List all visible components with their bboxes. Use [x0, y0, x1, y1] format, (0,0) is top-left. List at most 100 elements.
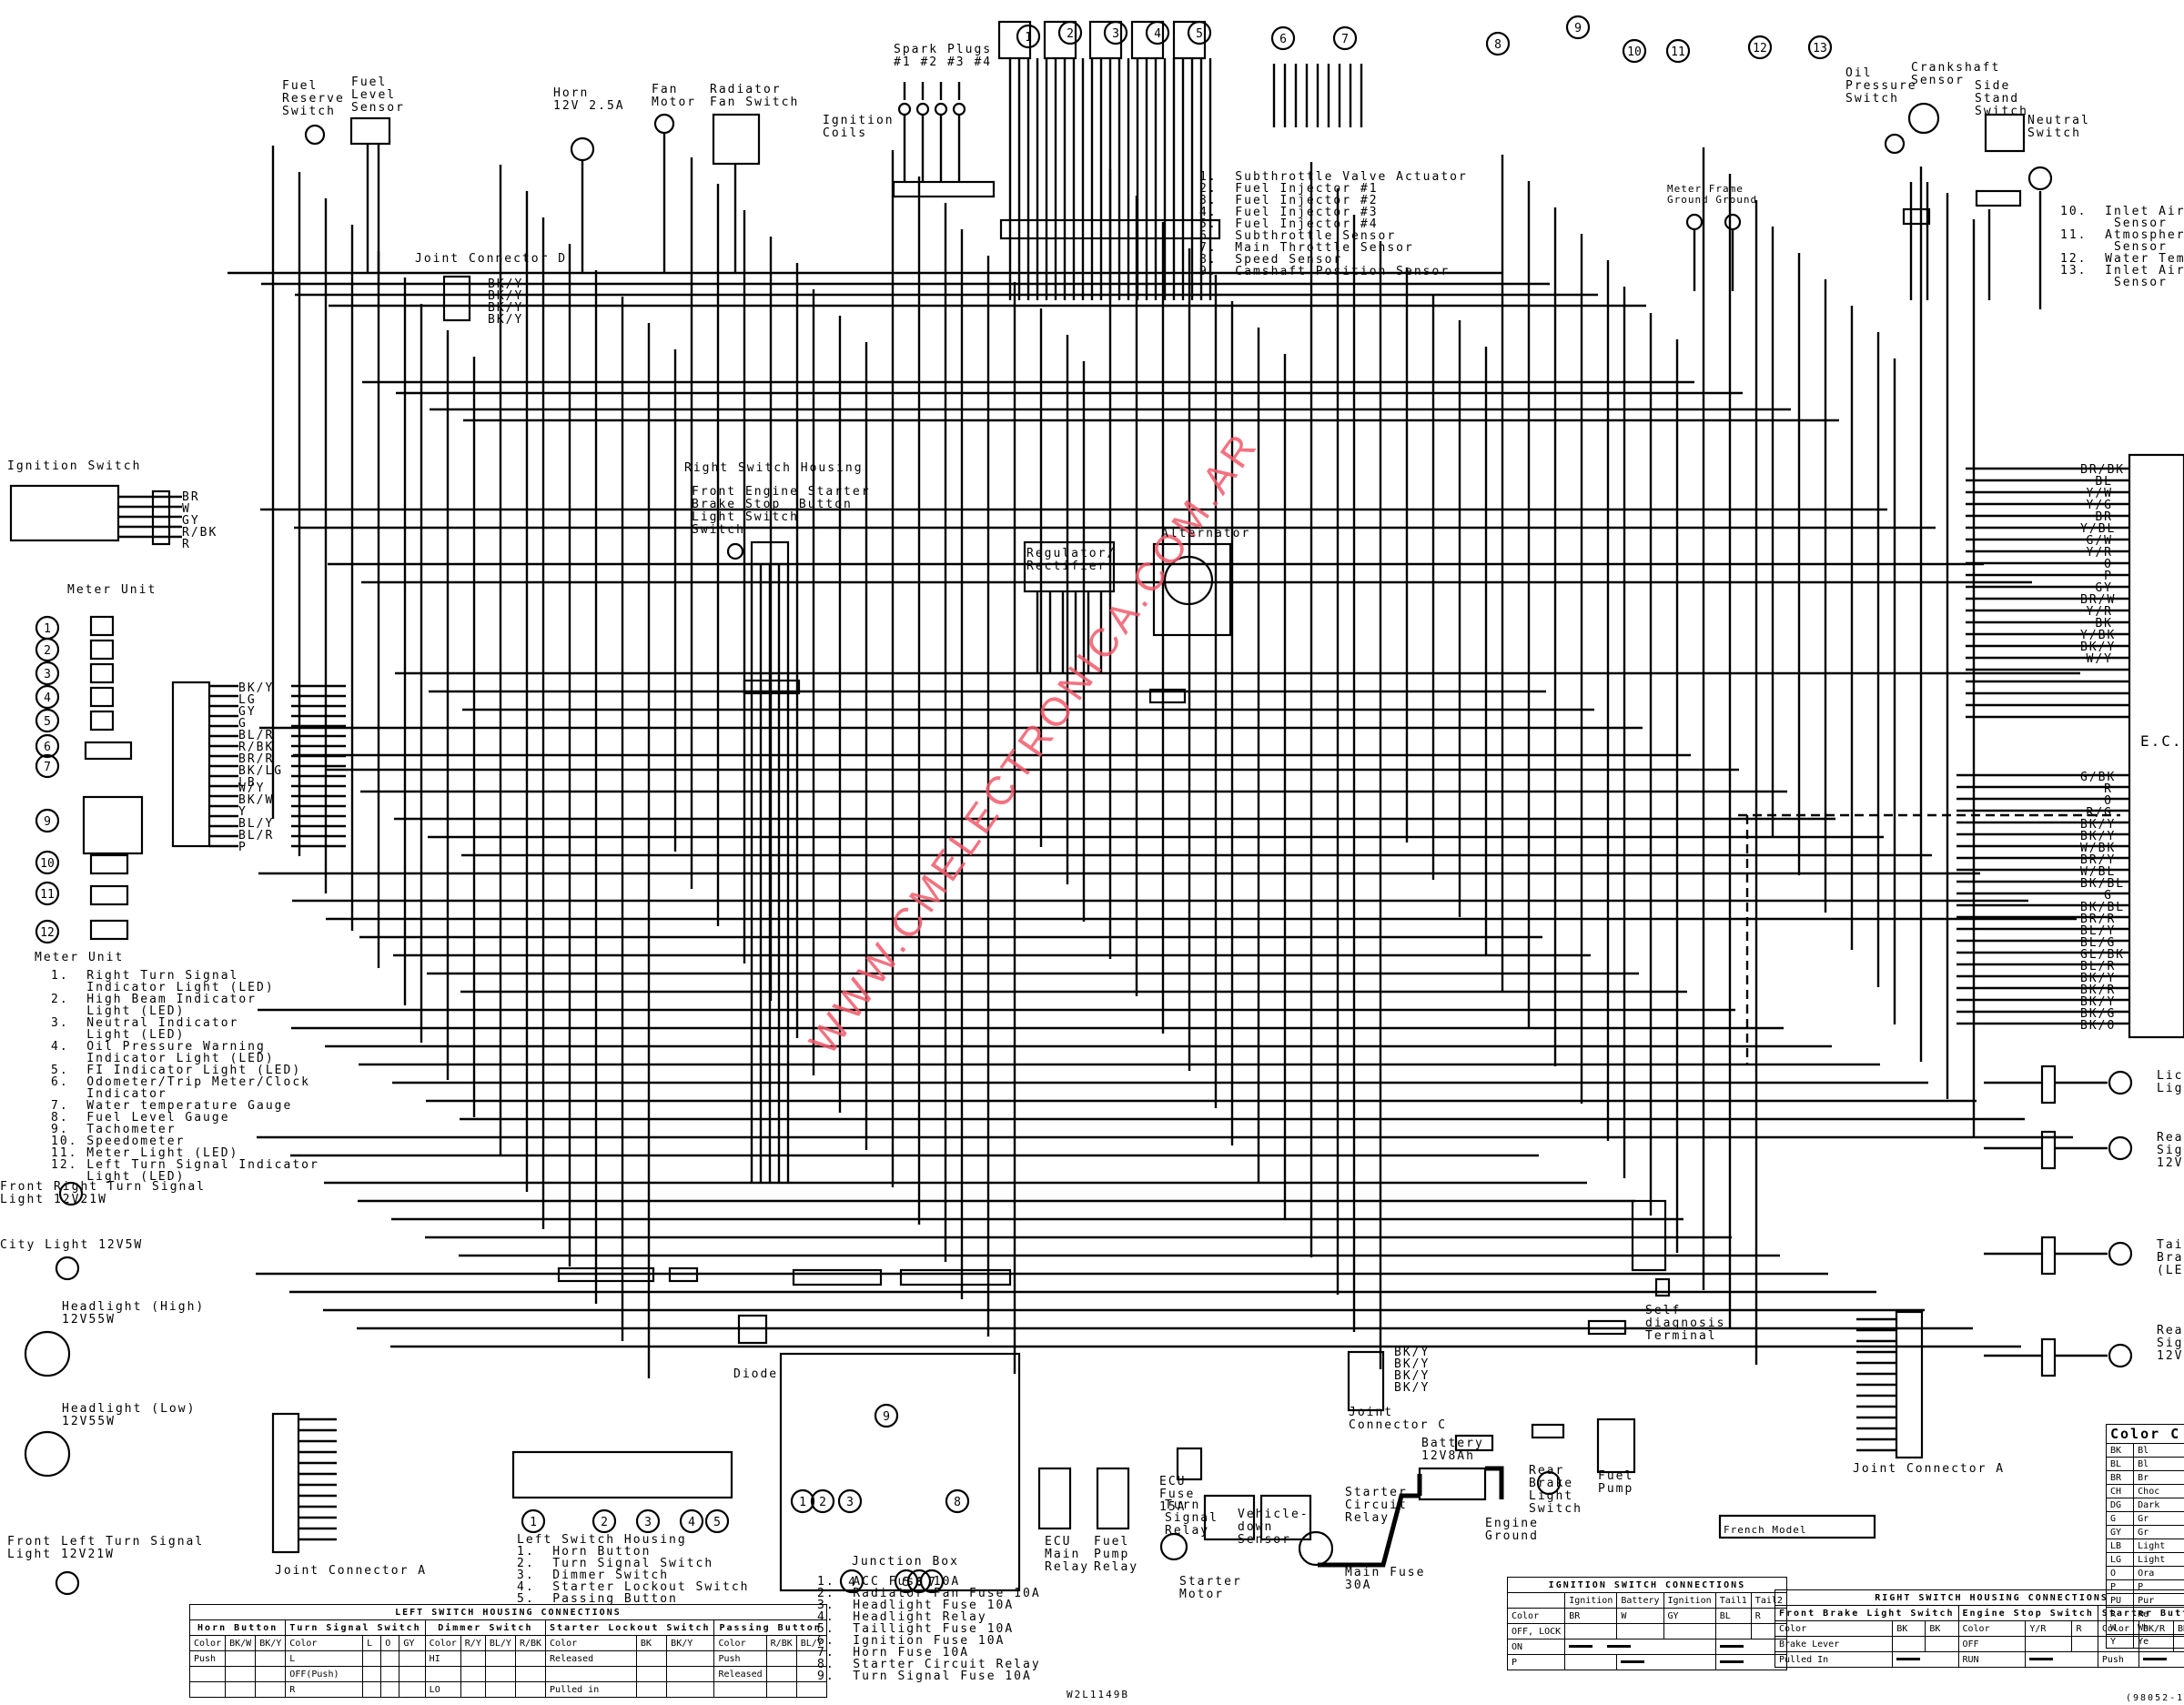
table-cell — [255, 1681, 287, 1698]
left-switch-list: Left Switch Housing 1. Horn Button 2. Tu… — [517, 1534, 750, 1605]
rear-lamp-icon — [2108, 1343, 2133, 1368]
table-group: Turn Signal Switch — [285, 1619, 426, 1636]
table-cell: BK — [635, 1635, 668, 1651]
wire-color-label: BK/Y — [1394, 1346, 1431, 1359]
fuel-level-sensor-label: Fuel Level Sensor — [351, 76, 405, 115]
ecu-pin-label: BK/R — [2080, 984, 2117, 997]
ecu-pin-label: W/Y — [2086, 652, 2113, 666]
marker-number: 12 — [1753, 42, 1767, 55]
wire-color-label: R/BK — [182, 526, 218, 540]
table-group: Passing Button — [713, 1619, 827, 1636]
component-box — [1531, 1423, 1565, 1439]
table-cell — [362, 1666, 382, 1682]
list-item: 10. Inlet Air Te — [2060, 205, 2184, 218]
starter-relay-label: Starter Circuit Relay — [1345, 1486, 1408, 1525]
turn-signal-relay-label: Turn Signal Relay — [1165, 1498, 1218, 1538]
component-box — [750, 540, 790, 566]
component-box — [89, 919, 129, 941]
numbered-marker — [704, 1508, 730, 1534]
table-cell: Push — [713, 1650, 767, 1667]
marker-number: 6 — [44, 741, 51, 754]
table-cell: BL — [2105, 1457, 2135, 1471]
table-cell: Ignition — [1564, 1592, 1618, 1609]
table-cell: Color — [1774, 1620, 1894, 1637]
ecu-pin-label: G — [2104, 889, 2113, 903]
meter-frame-ground-label: Meter Frame Ground Ground — [1667, 183, 1758, 206]
marker-number: 5 — [1196, 27, 1203, 41]
component-box — [89, 710, 115, 731]
component-box — [1130, 20, 1165, 60]
ecu-pin-label: W/BK — [2080, 842, 2117, 855]
table-cell — [362, 1650, 382, 1667]
left-switch-table: LEFT SWITCH HOUSING CONNECTIONS Horn But… — [188, 1604, 827, 1698]
wire-color-label: LG — [238, 693, 257, 707]
numbered-marker — [1747, 35, 1773, 60]
self-diagnosis-label: Self- diagnosis Terminal — [1645, 1304, 1726, 1343]
table-group: Starter Lockout Switch — [545, 1619, 715, 1636]
list-item: Left Switch Housing — [517, 1533, 687, 1547]
table-cell: Color — [1506, 1608, 1566, 1624]
table-cell: Y — [2105, 1634, 2135, 1649]
ecu-pin-label: P — [2104, 570, 2113, 583]
marker-number: 6 — [1279, 33, 1287, 46]
table-cell: Ora — [2133, 1566, 2184, 1580]
ecu-pin-label: BL/Y — [2080, 924, 2117, 938]
turn-signal-lamp-icon — [58, 1181, 84, 1206]
table-cell — [255, 1666, 287, 1682]
marker-number: 9 — [1574, 22, 1582, 35]
front-brake-switch-icon — [726, 542, 744, 560]
battery-label: Battery 12V8Ah — [1421, 1437, 1484, 1463]
meter-unit-bottom-label: Meter Unit — [35, 951, 125, 964]
component-box — [1088, 20, 1123, 60]
list-item: 12. Water Temper — [2060, 252, 2184, 266]
table-cell — [484, 1666, 516, 1682]
component-box — [737, 1314, 768, 1345]
component-box — [743, 679, 801, 695]
component-box — [1023, 540, 1116, 593]
table-cell: Ye — [2133, 1634, 2184, 1649]
wire-color-label: BK/Y — [488, 301, 524, 315]
table-cell: GY — [399, 1635, 426, 1651]
table-cell: Color — [713, 1635, 767, 1651]
table-cell — [514, 1666, 547, 1682]
list-item: Sensor — [2060, 217, 2168, 230]
list-item: 7. Water temperature Gauge — [51, 1099, 293, 1113]
rear-brake-switch-label: Rear Brake Light Switch — [1529, 1464, 1582, 1516]
numbered-marker — [1622, 38, 1647, 64]
ecu-pin-label: Y/BK — [2080, 629, 2117, 642]
marker-number: 4 — [1154, 27, 1161, 41]
rsh-parts-label: Front Engine Starter Brake Stop Button L… — [692, 485, 871, 537]
component-box — [84, 741, 133, 761]
ecu-pin-label: BK/BL — [2080, 877, 2126, 891]
marker-number: 2 — [44, 644, 51, 658]
table-cell: Br — [2133, 1470, 2184, 1485]
oil-pressure-switch-label: Oil Pressure Switch — [1845, 66, 1917, 106]
table-cell — [399, 1650, 426, 1667]
table-cell: BK/Y — [666, 1635, 715, 1651]
side-stand-switch-label: Side Stand Switch — [1975, 79, 2028, 118]
marker-number: 1 — [44, 622, 51, 636]
wire-color-label: BL/R — [238, 729, 275, 742]
front-right-turn-label: Front Right Turn Signal Light 12V21W — [0, 1180, 207, 1206]
ecu-pin-label: R — [2104, 782, 2113, 796]
ecu-pin-label: BK/Y — [2080, 972, 2117, 985]
table-cell: LB — [2105, 1539, 2135, 1553]
list-item: 2. High Beam Indicator — [51, 993, 258, 1006]
spark-plug-icon — [934, 102, 948, 116]
ecu-pin-label: BK/Y — [2080, 830, 2117, 843]
numbered-marker — [635, 1508, 661, 1534]
ecu-pin-label: BL/G — [2080, 936, 2117, 950]
table-cell — [635, 1681, 668, 1698]
numbered-marker — [35, 708, 60, 733]
marker-number: 12 — [40, 926, 55, 940]
component-box — [1902, 207, 1931, 226]
table-cell — [399, 1666, 426, 1682]
ecu-pin-label: R/G — [2086, 806, 2113, 820]
headlight-high-label: Headlight (High) 12V55W — [62, 1300, 206, 1327]
table-title: LEFT SWITCH HOUSING CONNECTIONS — [189, 1604, 827, 1620]
marker-number: 10 — [1627, 45, 1642, 59]
